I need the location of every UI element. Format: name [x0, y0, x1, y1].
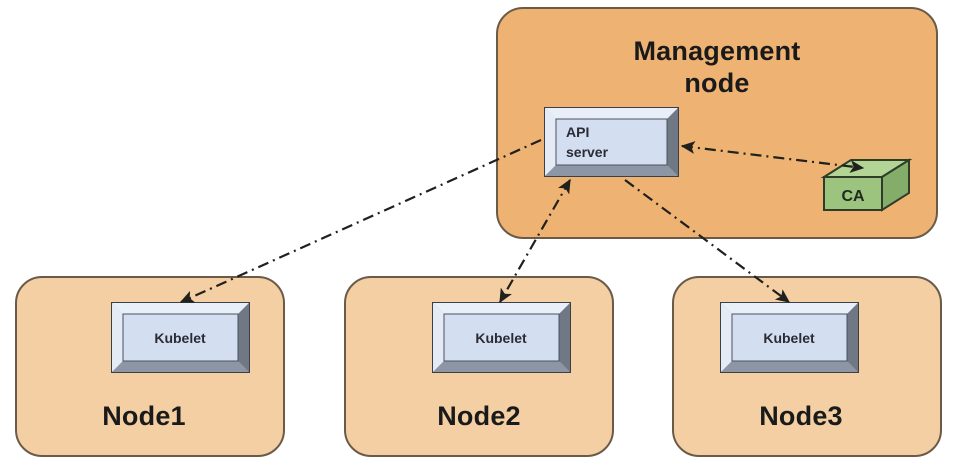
node3-kubelet-bevel-right: [847, 303, 858, 372]
api-server-bevel-right: [667, 108, 678, 176]
api-server-bevel-top: [545, 108, 678, 119]
node2-kubelet-box[interactable]: Kubelet: [432, 302, 571, 373]
ca-front-face: [823, 176, 883, 211]
api-server-bevel-bottom: [545, 165, 678, 176]
api-server-label-line1: API: [566, 124, 589, 140]
connector-api-to-node2-kubelet[interactable]: [499, 178, 571, 304]
node2-group[interactable]: Kubelet Node2: [344, 276, 614, 457]
management-node-group[interactable]: Management node API server: [496, 7, 938, 239]
node1-kubelet-bevel-left: [112, 303, 123, 372]
node2-kubelet-bevel-right: [559, 303, 570, 372]
api-server-face: [555, 118, 668, 166]
node2-title: Node2: [437, 401, 521, 431]
connector-layer: [179, 138, 865, 304]
node1-kubelet-box[interactable]: Kubelet: [111, 302, 250, 373]
node3-title: Node3: [759, 401, 843, 431]
node2-kubelet-face: [443, 313, 560, 362]
api-server-label-line2: server: [566, 144, 609, 160]
node1-kubelet-label: Kubelet: [154, 330, 206, 346]
node1-kubelet-face: [122, 313, 239, 362]
node3-kubelet-box[interactable]: Kubelet: [720, 302, 859, 373]
management-node-title-line2: node: [684, 68, 749, 98]
node1-title: Node1: [102, 401, 186, 431]
node1-kubelet-bevel-bottom: [112, 361, 249, 372]
api-server-bevel-left: [545, 108, 556, 176]
node3-kubelet-bevel-left: [721, 303, 732, 372]
node1-kubelet-bevel-right: [238, 303, 249, 372]
management-node-title-line1: Management: [633, 36, 800, 66]
node3-kubelet-bevel-bottom: [721, 361, 858, 372]
ca-label: CA: [841, 188, 865, 205]
node1-kubelet-bevel-top: [112, 303, 249, 314]
node2-kubelet-label: Kubelet: [475, 330, 527, 346]
node3-group[interactable]: Kubelet Node3: [672, 276, 942, 457]
node2-kubelet-bevel-top: [433, 303, 570, 314]
node3-kubelet-face: [731, 313, 848, 362]
node3-kubelet-label: Kubelet: [763, 330, 815, 346]
node3-kubelet-bevel-top: [721, 303, 858, 314]
node2-kubelet-bevel-bottom: [433, 361, 570, 372]
connector-api-to-ca[interactable]: [680, 141, 865, 173]
connector-api-to-node1-kubelet[interactable]: [179, 138, 542, 304]
node2-kubelet-bevel-left: [433, 303, 444, 372]
node1-group[interactable]: Kubelet Node1: [15, 276, 285, 457]
connector-api-to-node3-kubelet[interactable]: [624, 179, 791, 303]
api-server-box[interactable]: API server: [544, 107, 679, 177]
